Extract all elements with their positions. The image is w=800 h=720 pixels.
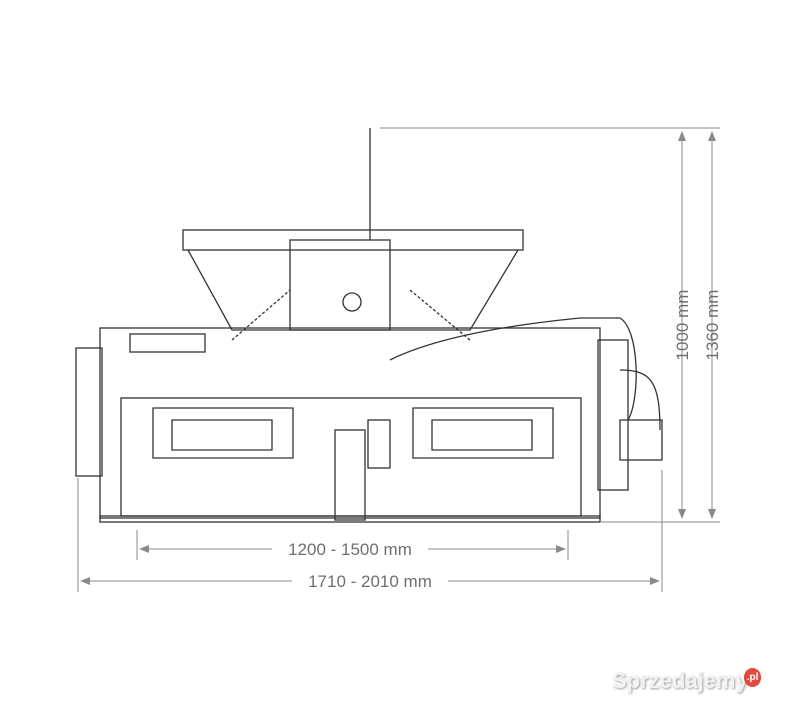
- height-outer-label: 1360 mm: [703, 290, 722, 361]
- width-outer-label: 1710 - 2010 mm: [308, 572, 432, 591]
- machine-body: [75, 128, 663, 523]
- dimension-lines: [77, 127, 720, 592]
- watermark-text: Sprzedajemy: [612, 668, 748, 693]
- height-inner-label: 1000 mm: [673, 290, 692, 361]
- watermark-suffix: .pl: [743, 668, 762, 687]
- watermark-logo: Sprzedajemy.pl: [612, 668, 762, 694]
- width-inner-label: 1200 - 1500 mm: [288, 540, 412, 559]
